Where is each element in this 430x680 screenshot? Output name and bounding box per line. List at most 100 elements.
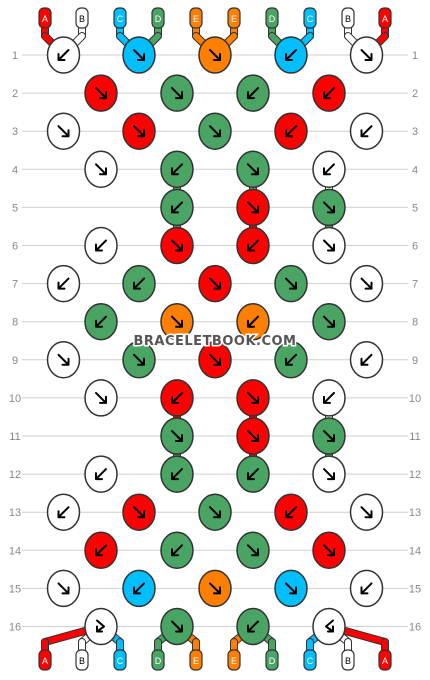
down-right-arrow-icon: [323, 239, 335, 252]
down-left-arrow-icon: [247, 239, 259, 252]
down-right-arrow-icon: [209, 277, 221, 290]
down-right-arrow-icon: [285, 582, 297, 595]
strand-label-bottom-text: C: [307, 656, 314, 666]
knot: [236, 226, 270, 265]
knot: [349, 341, 384, 379]
knot: [122, 112, 156, 150]
knot: [312, 607, 346, 646]
down-right-arrow-icon: [171, 620, 183, 633]
down-right-arrow-icon: [247, 391, 259, 404]
knot: [198, 112, 232, 150]
knot: [160, 226, 194, 265]
knot: [274, 569, 308, 608]
knot: [122, 493, 156, 531]
down-left-arrow-icon: [360, 353, 373, 366]
knot: [160, 302, 194, 341]
row-number-left: 13: [9, 507, 21, 519]
row-number-left: 5: [12, 202, 18, 214]
strand-label-top-cap: [75, 7, 89, 29]
row-number-right: 15: [409, 583, 421, 595]
knot: [236, 188, 270, 227]
knot: [198, 264, 232, 303]
row-number-right: 6: [412, 241, 418, 253]
strand-label-bottom-cap: [189, 649, 203, 671]
knot: [84, 607, 118, 646]
row-number-right: 8: [412, 317, 418, 329]
strand-label-bottom: D: [265, 649, 279, 671]
strand-label-bottom: C: [303, 649, 317, 671]
row-number-right: 14: [409, 545, 421, 557]
knot: [160, 74, 194, 112]
down-left-arrow-icon: [171, 468, 183, 481]
knot: [84, 302, 118, 341]
down-left-arrow-icon: [285, 353, 297, 366]
knot: [122, 264, 156, 303]
strand-label-top: B: [341, 7, 355, 29]
strand-label-top-text: D: [155, 14, 162, 24]
knot: [312, 531, 346, 570]
down-left-arrow-icon: [285, 49, 297, 61]
down-right-arrow-icon: [209, 353, 221, 366]
knot: [236, 150, 270, 189]
down-right-arrow-icon: [360, 49, 373, 61]
strand-label-bottom-cap: [151, 649, 165, 671]
down-right-arrow-icon: [247, 430, 259, 442]
row-number-right: 1: [412, 50, 418, 62]
knot: [349, 36, 384, 74]
strand-label-bottom-cap: [341, 649, 355, 671]
row-number-left: 14: [9, 545, 21, 557]
strand-label-bottom-cap: [75, 649, 89, 671]
row-number-left: 1: [12, 50, 18, 62]
down-right-arrow-icon: [247, 544, 259, 557]
row-number-right: 10: [409, 393, 421, 405]
knot: [84, 74, 118, 112]
knot: [160, 417, 194, 455]
down-right-arrow-icon: [95, 87, 107, 100]
knot: [349, 493, 384, 531]
knot: [312, 379, 346, 417]
strand-label-bottom: B: [75, 649, 89, 671]
strand-label-top-cap: [227, 7, 241, 29]
row-number-left: 15: [9, 583, 21, 595]
strand-label-top-text: C: [117, 14, 124, 24]
row-number-left: 10: [9, 393, 21, 405]
knot-bubble: [312, 607, 346, 646]
row-number-left: 6: [12, 241, 18, 253]
strand-label-bottom: A: [378, 649, 392, 671]
down-right-arrow-icon: [171, 239, 183, 252]
down-right-arrow-icon: [171, 87, 183, 100]
down-left-arrow-icon: [247, 87, 259, 100]
knot: [46, 493, 81, 531]
down-right-arrow-icon: [323, 201, 335, 214]
row-number-right: 12: [409, 469, 421, 481]
strand-label-bottom-text: C: [117, 656, 124, 666]
down-left-arrow-icon: [247, 315, 259, 328]
down-left-arrow-icon: [360, 582, 373, 595]
row-number-right: 16: [409, 622, 421, 634]
down-left-arrow-icon: [57, 49, 70, 61]
down-left-arrow-icon: [95, 315, 107, 328]
down-right-arrow-icon: [285, 277, 297, 290]
strand-label-top-text: E: [231, 14, 237, 24]
row-number-left: 7: [12, 279, 18, 291]
knot: [236, 379, 270, 417]
knot: [84, 226, 118, 265]
row-number-left: 11: [9, 431, 20, 443]
down-right-arrow-icon: [360, 277, 373, 290]
strand-label-top-text: B: [79, 14, 85, 24]
knot: [160, 188, 194, 227]
down-left-arrow-icon: [95, 239, 107, 252]
knot: [236, 607, 270, 646]
strand-label-top-cap: [303, 7, 317, 29]
down-right-arrow-icon: [133, 353, 145, 366]
return-left-arrow-icon: [325, 619, 334, 633]
down-left-arrow-icon: [171, 201, 183, 214]
strand-label-bottom-text: B: [79, 656, 85, 666]
strand-label-top-cap: [151, 7, 165, 29]
row-number-left: 9: [12, 355, 18, 367]
knot: [312, 188, 346, 227]
strand-label-bottom-text: D: [269, 656, 276, 666]
knot: [160, 531, 194, 570]
row-number-left: 2: [12, 88, 18, 100]
